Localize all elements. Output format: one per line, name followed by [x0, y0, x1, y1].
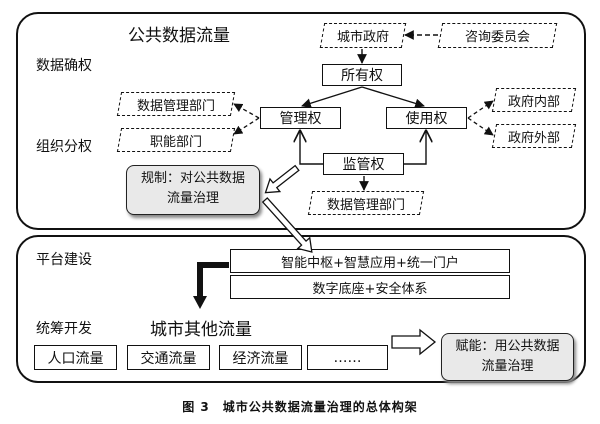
flow-more: ……	[307, 345, 388, 370]
platform-layer-top-label: 智能中枢+智慧应用+统一门户	[281, 255, 459, 271]
node-management-right: 管理权	[260, 107, 341, 129]
node-usage-right-label: 使用权	[405, 111, 448, 127]
other-flows-title: 城市其他流量	[150, 320, 252, 340]
flow-traffic-label: 交通流量	[140, 350, 197, 367]
regulation-line-2: 流量治理	[166, 191, 219, 206]
row-label-org-rights: 组织分权	[36, 139, 92, 155]
platform-layer-top: 智能中枢+智慧应用+统一门户	[230, 249, 510, 273]
node-gov-internal-label: 政府内部	[507, 94, 560, 110]
node-gov-external-label: 政府外部	[507, 130, 560, 146]
regulation-line-1: 规制：对公共数据	[140, 171, 245, 186]
row-label-platform: 平台建设	[36, 252, 92, 268]
node-ownership-label: 所有权	[341, 68, 383, 84]
row-label-data-rights: 数据确权	[36, 58, 92, 74]
node-advisory-committee-label: 咨询委员会	[464, 30, 530, 45]
node-data-mgmt-dept-left: 数据管理部门	[119, 92, 233, 116]
node-functional-dept-label: 职能部门	[149, 134, 202, 150]
flow-population: 人口流量	[34, 345, 117, 370]
empower-box: 赋能：用公共数据 流量治理	[441, 333, 574, 381]
platform-layer-bottom-label: 数字底座+安全体系	[312, 281, 428, 297]
figure-caption: 图 3 城市公共数据流量治理的总体构架	[182, 400, 418, 414]
top-panel-title: 公共数据流量	[128, 26, 230, 46]
row-label-coordination: 统筹开发	[36, 321, 92, 337]
node-usage-right: 使用权	[386, 107, 467, 129]
node-city-government-label: 城市政府	[336, 30, 389, 45]
node-data-mgmt-dept-left-label: 数据管理部门	[136, 98, 215, 114]
empower-line-1: 赋能：用公共数据	[455, 339, 560, 354]
regulation-box: 规制：对公共数据 流量治理	[126, 165, 260, 215]
flow-population-label: 人口流量	[47, 350, 104, 367]
node-supervision-right: 监管权	[323, 153, 404, 175]
node-data-mgmt-dept-bottom-label: 数据管理部门	[326, 197, 405, 213]
node-gov-internal: 政府内部	[494, 88, 574, 112]
platform-layer-bottom: 数字底座+安全体系	[230, 275, 510, 299]
node-gov-external: 政府外部	[494, 124, 574, 148]
empower-line-2: 流量治理	[481, 359, 534, 374]
node-ownership: 所有权	[322, 64, 402, 86]
flow-traffic: 交通流量	[127, 345, 210, 370]
flow-more-label: ……	[333, 349, 362, 366]
flow-economic: 经济流量	[219, 345, 302, 370]
node-functional-dept: 职能部门	[119, 128, 233, 152]
node-supervision-right-label: 监管权	[342, 157, 385, 173]
node-data-mgmt-dept-bottom: 数据管理部门	[310, 191, 422, 215]
node-management-right-label: 管理权	[279, 111, 322, 127]
node-city-government: 城市政府	[322, 23, 404, 48]
node-advisory-committee: 咨询委员会	[440, 23, 555, 48]
flow-economic-label: 经济流量	[232, 350, 289, 367]
